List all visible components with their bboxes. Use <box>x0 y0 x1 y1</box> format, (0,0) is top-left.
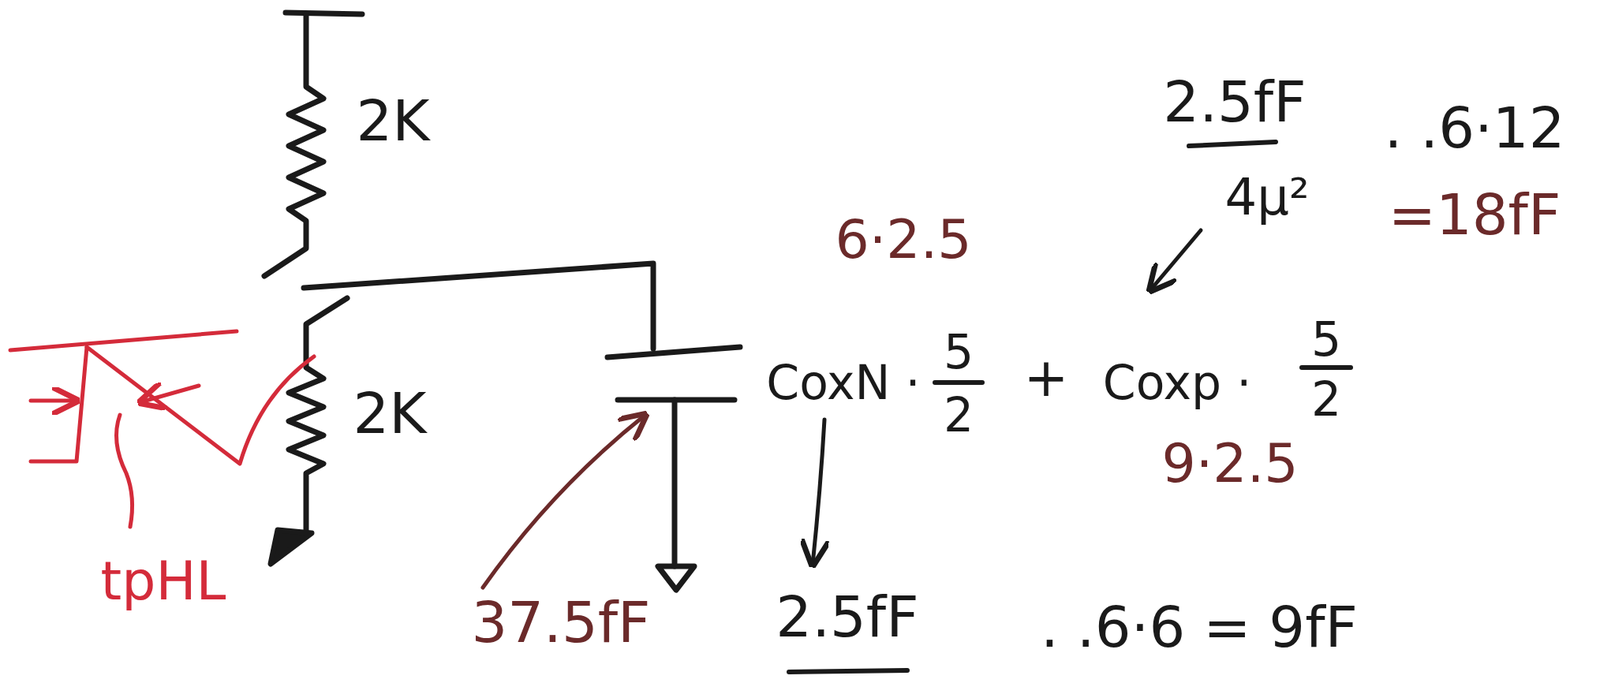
output-waveform <box>86 347 315 464</box>
input-waveform <box>30 347 87 462</box>
dimension-product: 9·2.5 <box>1161 437 1298 491</box>
result-value: =18fF <box>1388 186 1562 243</box>
ground-wire <box>672 400 678 567</box>
supply-rail <box>285 12 363 15</box>
resistor-value: 2K <box>355 92 430 150</box>
fraction-number: 5 <box>943 328 974 376</box>
result-value: 37.5fF <box>471 594 651 651</box>
result-value: . .6·6 = 9fF <box>1040 598 1358 656</box>
unit-area: 4μ² <box>1224 171 1309 223</box>
delay-arrow <box>140 385 199 403</box>
fraction-bar <box>934 380 983 386</box>
resistor-value: 2K <box>352 385 427 442</box>
leader-arrow <box>482 414 646 588</box>
ground-symbol <box>270 530 312 565</box>
unit-capacitance: 2.5fF <box>1162 73 1306 131</box>
leader-arrow <box>812 419 825 565</box>
dimension-product: 6·2.5 <box>834 213 972 267</box>
delay-label: tpHL <box>100 554 227 609</box>
ground-symbol <box>657 566 695 591</box>
formula-operator: + <box>1024 351 1070 405</box>
formula-term: CoxN · <box>766 358 920 407</box>
fraction-bar <box>1301 365 1351 371</box>
underline <box>788 670 908 673</box>
dimension-product: . .6·12 <box>1384 99 1566 157</box>
fraction-number: 2 <box>943 391 974 439</box>
delay-arrow <box>30 399 77 404</box>
leader-arrow <box>1150 230 1201 291</box>
leader-line <box>116 414 133 528</box>
fraction-number: 5 <box>1311 315 1342 363</box>
pulldown-resistor-switch <box>288 298 348 531</box>
pullup-resistor-switch <box>264 14 324 277</box>
input-waveform <box>10 331 237 351</box>
output-wire <box>303 263 654 349</box>
unit-capacitance: 2.5fF <box>775 588 919 646</box>
underline <box>1188 142 1276 146</box>
capacitor-plate <box>607 347 741 358</box>
fraction-number: 2 <box>1311 375 1342 423</box>
formula-term: Coxp · <box>1102 358 1253 407</box>
